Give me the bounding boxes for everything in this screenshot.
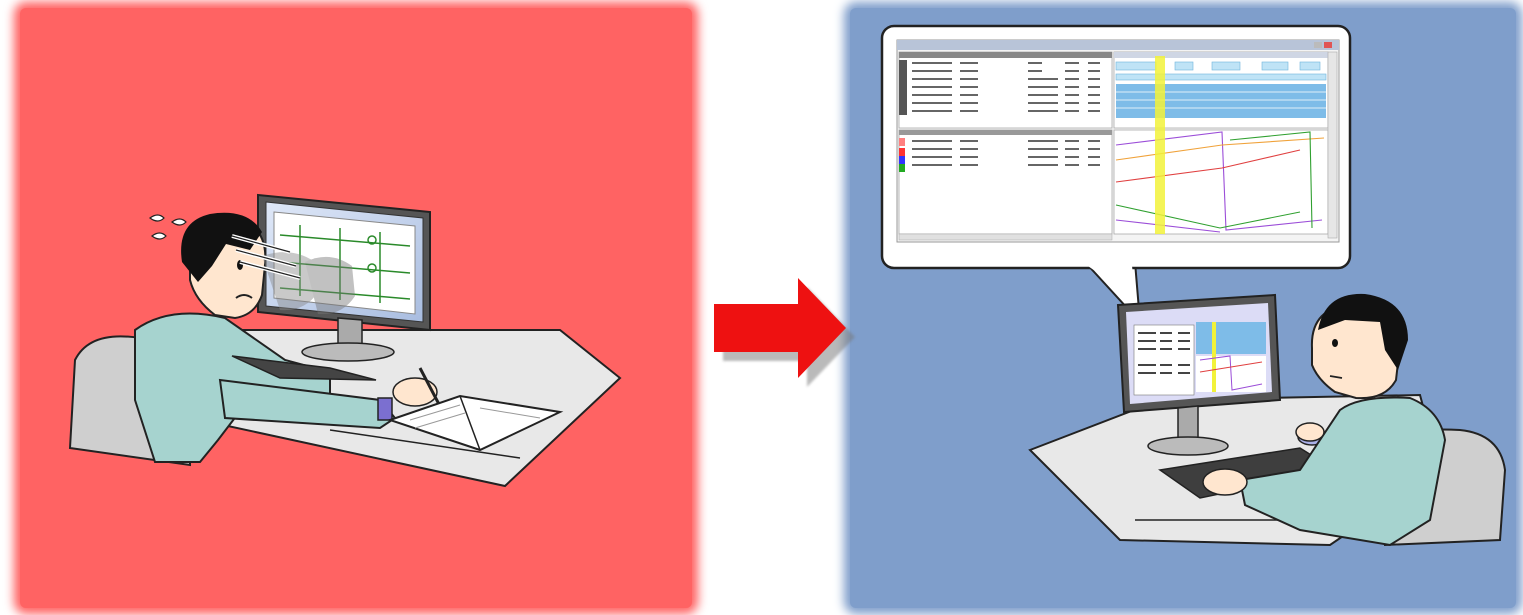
notebook xyxy=(386,394,564,452)
scrollbar xyxy=(1327,51,1338,239)
right-arrow-icon xyxy=(714,278,855,387)
monitor-left xyxy=(257,193,431,362)
cursor-marker xyxy=(1155,56,1165,234)
before-illustration xyxy=(68,193,622,488)
monitor-right xyxy=(1116,293,1282,456)
sweat-drops xyxy=(148,214,187,240)
hand-left xyxy=(392,377,438,407)
waveform-plot xyxy=(1113,129,1329,235)
person-body-right xyxy=(1238,396,1447,547)
keyboard-left xyxy=(231,355,377,381)
event-table-bottom xyxy=(898,129,1113,235)
person-head-left xyxy=(181,212,355,320)
after-illustration xyxy=(880,24,1507,547)
person-head-right xyxy=(1310,293,1408,400)
software-window xyxy=(896,39,1340,243)
event-table-top xyxy=(898,51,1113,129)
hand-right xyxy=(1202,468,1248,496)
